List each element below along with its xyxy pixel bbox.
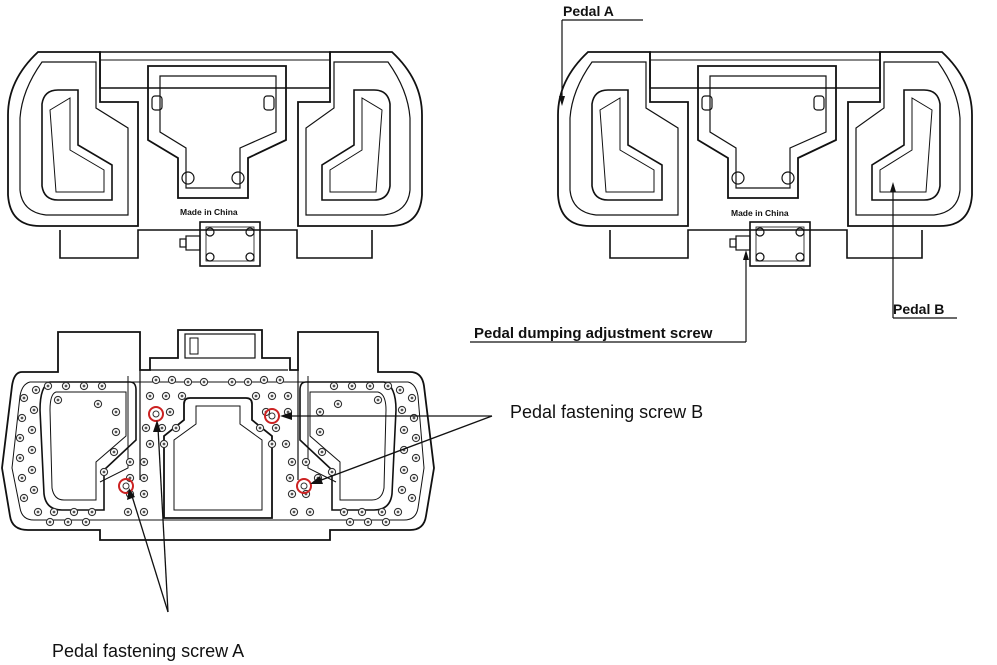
pedal-bottom-view [1,329,435,541]
fastening-screw-a-label: Pedal fastening screw A [52,641,244,661]
pedal-b-label: Pedal B [893,301,944,317]
made-in-china-marking-right: Made in China [731,208,789,218]
fastening-screw-a-arrows [127,420,169,613]
fastening-screw-b-lower-marker [296,478,312,494]
fastening-screw-b-arrows [280,412,493,484]
pedal-top-view-left [7,51,423,267]
pedal-a-callout [559,19,643,106]
pedal-top-view-right [557,51,973,267]
fastening-screw-b-upper-marker [264,408,280,424]
pedal-a-label: Pedal A [563,3,614,19]
dumping-screw-label: Pedal dumping adjustment screw [474,325,713,342]
fastening-screw-a-lower-marker [118,478,134,494]
pedal-b-callout [890,182,957,319]
made-in-china-marking-left: Made in China [180,207,238,217]
fastening-screw-b-label: Pedal fastening screw B [510,402,703,422]
dumping-screw-callout [470,250,749,343]
fastening-screw-a-upper-marker [148,406,164,422]
